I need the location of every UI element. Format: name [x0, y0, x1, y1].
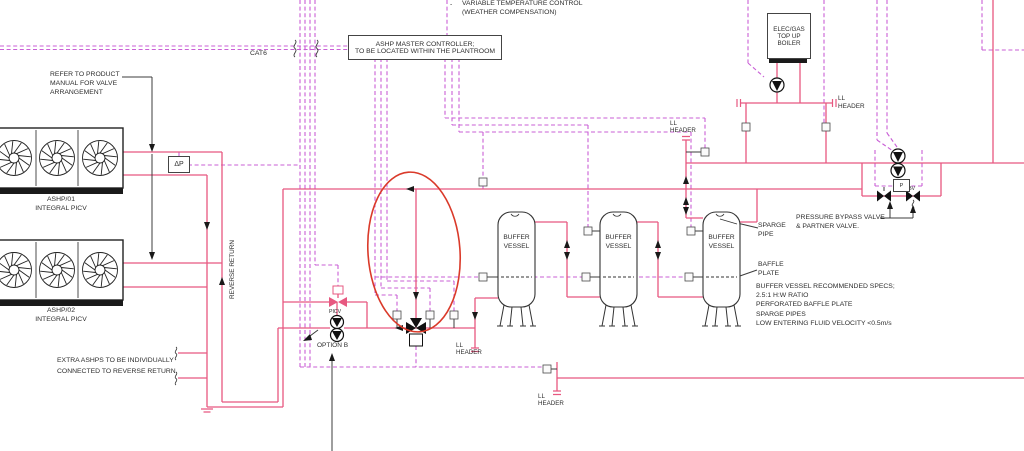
break-squiggles: [174, 39, 915, 386]
label-reverse-return: REVERSE RETURN: [229, 240, 236, 299]
fan-icon: [39, 252, 75, 288]
buffer-vessel-2: [599, 211, 638, 327]
control-wiring: [0, 0, 1024, 368]
fan-icon: [39, 140, 75, 176]
header-caps: [201, 99, 837, 413]
label-ll-header-1: LL HEADER: [456, 342, 482, 357]
annotation-ellipse: [366, 171, 462, 333]
note-pressure-bypass: PRESSURE BYPASS VALVE & PARTNER VALVE.: [796, 214, 885, 231]
label-option-b: OPTION B: [317, 342, 349, 349]
label-ll-header-2: LL HEADER: [538, 393, 564, 408]
ashp-master-controller-box: ASHP MASTER CONTROLLER; TO BE LOCATED WI…: [348, 35, 502, 60]
note-extra-ashps: EXTRA ASHPS TO BE INDIVIDUALLY CONNECTED…: [57, 357, 176, 375]
boiler-base: [769, 56, 807, 63]
leader-lines: [122, 39, 915, 451]
label-ll-header-boiler: LL HEADER: [838, 95, 865, 111]
label-baffle-plate: BAFFLE PLATE: [758, 261, 784, 277]
fan-icon: [82, 252, 118, 288]
flow-arrows: [149, 144, 916, 361]
pressure-bypass-valves: [877, 190, 920, 202]
boiler-pump: [769, 77, 785, 93]
label-ll-header-3: LL HEADER: [670, 120, 696, 135]
note-buffer-specs: BUFFER VESSEL RECOMMENDED SPECS; 2.5:1 H…: [756, 283, 895, 327]
fan-icon: [0, 140, 32, 176]
ashp-unit-1: [0, 127, 124, 194]
instrument-boxes: [392, 122, 831, 374]
picv-valve: [329, 285, 347, 307]
fan-icon: [82, 140, 118, 176]
label-sparge-pipe: SPARGE PIPE: [758, 222, 786, 238]
label-ashp-02: ASHP/02 INTEGRAL PICV: [35, 307, 87, 323]
label-ashp-01: ASHP/01 INTEGRAL PICV: [35, 196, 87, 212]
dp-sensor-box: ΔP: [168, 156, 190, 173]
label-buffer-vessel-1: BUFFER VESSEL: [503, 234, 530, 250]
note-bullet: -: [450, 1, 453, 8]
note-variable-temperature: VARIABLE TEMPERATURE CONTROL (WEATHER CO…: [462, 0, 583, 16]
label-buffer-vessel-2: BUFFER VESSEL: [605, 234, 632, 250]
buffer-vessel-3: [702, 211, 741, 327]
pumps-option-b: [329, 314, 345, 343]
fan-icon: [0, 252, 32, 288]
pump-control-box: P: [893, 179, 910, 192]
shunt-pumps: [890, 148, 906, 179]
boiler-box: ELEC/GAS TOP UP BOILER: [767, 13, 811, 59]
buffer-vessel-1: [497, 211, 536, 327]
label-pbv: PBV: [905, 186, 916, 192]
label-buffer-vessel-3: BUFFER VESSEL: [708, 234, 735, 250]
label-picv: PICV: [329, 309, 342, 315]
note-refer-product-manual: REFER TO PRODUCT MANUAL FOR VALVE ARRANG…: [50, 71, 120, 96]
label-cat6: CAT6: [250, 50, 267, 57]
ashp-unit-2: [0, 239, 124, 306]
